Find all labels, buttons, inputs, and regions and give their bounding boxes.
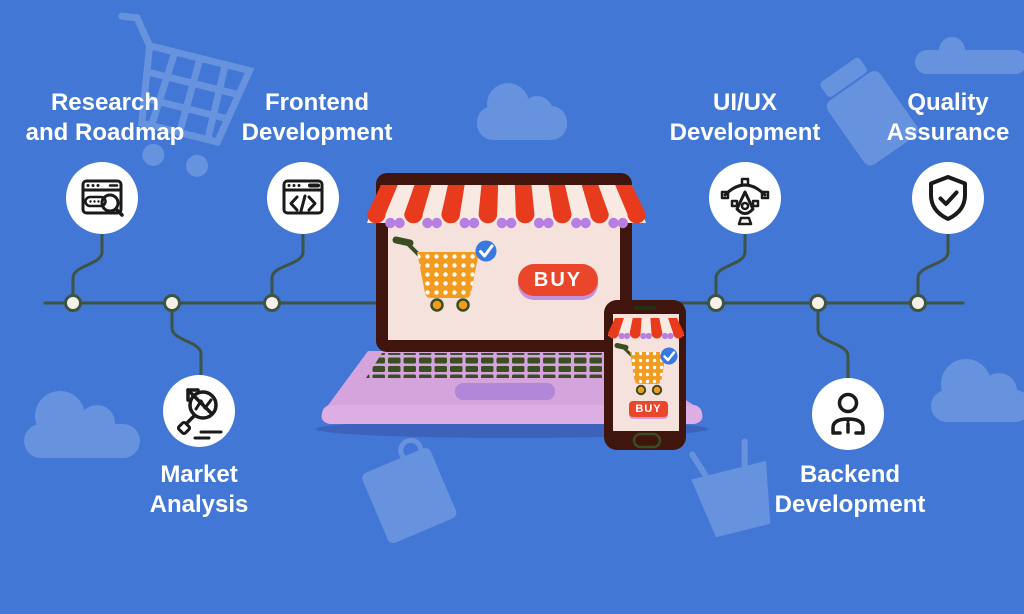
step-icon-frontend xyxy=(267,162,339,234)
label-quality-assurance: Quality Assurance xyxy=(818,88,1024,148)
background-decorations xyxy=(24,12,1024,544)
label-uiux-development: UI/UX Development xyxy=(615,88,875,148)
laptop-keyboard xyxy=(366,353,638,378)
pen-tool-icon xyxy=(720,177,770,226)
connector-market xyxy=(170,301,203,376)
awning-stripes xyxy=(367,185,646,224)
label-line: Research xyxy=(50,89,160,116)
connector-frontend xyxy=(270,232,305,305)
market-analysis-icon xyxy=(176,388,223,440)
shield-check-icon xyxy=(929,175,967,221)
laptop-awning xyxy=(367,185,646,229)
timeline-node xyxy=(909,294,927,312)
timeline-node xyxy=(163,294,181,312)
laptop-check-badge xyxy=(475,240,497,262)
phone-home-button xyxy=(632,432,662,449)
decor-cloud-icon xyxy=(477,83,567,140)
phone-speaker xyxy=(634,306,656,310)
label-line: Backend xyxy=(799,461,901,488)
label-research-and-roadmap: Research and Roadmap xyxy=(0,88,235,148)
browser-search-icon xyxy=(81,179,124,217)
laptop-cart-graphic xyxy=(392,236,479,312)
connector-research xyxy=(71,232,104,305)
connector-uiux xyxy=(714,232,747,305)
decor-basket-icon xyxy=(689,438,771,538)
label-line: Quality xyxy=(907,89,989,116)
label-line: and Roadmap xyxy=(25,119,185,146)
timeline-node xyxy=(263,294,281,312)
decor-cart-icon xyxy=(118,12,255,177)
label-line: UI/UX xyxy=(712,89,777,116)
label-backend-development: Backend Development xyxy=(720,460,980,520)
label-line: Assurance xyxy=(886,119,1010,146)
phone-illustration xyxy=(604,300,686,450)
decor-cloud-icon xyxy=(915,37,1024,74)
phone-cart-graphic xyxy=(614,343,666,396)
decor-bag-icon xyxy=(362,437,457,544)
decor-cloud-icon xyxy=(24,391,140,458)
timeline-node xyxy=(707,294,725,312)
connector-backend xyxy=(816,301,850,380)
decor-bag-icon xyxy=(820,57,918,166)
timeline-node xyxy=(809,294,827,312)
label-line: Development xyxy=(241,119,393,146)
laptop-buy-button: BUY xyxy=(518,264,598,296)
step-icon-backend xyxy=(812,378,884,450)
code-window-icon xyxy=(282,179,324,215)
awning-scallops xyxy=(385,217,628,229)
label-line: Analysis xyxy=(149,491,249,518)
step-icon-market xyxy=(163,375,235,447)
phone-awning xyxy=(608,318,684,340)
timeline-node xyxy=(64,294,82,312)
phone-buy-button: BUY xyxy=(629,401,668,417)
connector-qa xyxy=(916,232,950,305)
step-icon-research xyxy=(66,162,138,234)
step-icon-qa xyxy=(912,162,984,234)
timeline-nodes xyxy=(64,294,927,312)
label-line: Development xyxy=(774,491,926,518)
phone-check-badge xyxy=(660,347,678,365)
label-line: Market xyxy=(160,461,238,488)
label-line: Development xyxy=(669,119,821,146)
label-market-analysis: Market Analysis xyxy=(69,460,329,520)
developer-person-icon xyxy=(831,392,865,435)
label-frontend-development: Frontend Development xyxy=(187,88,447,148)
label-line: Frontend xyxy=(265,89,369,116)
step-icon-uiux xyxy=(709,162,781,234)
laptop-touchpad xyxy=(455,383,555,400)
decor-cloud-icon xyxy=(931,359,1024,422)
